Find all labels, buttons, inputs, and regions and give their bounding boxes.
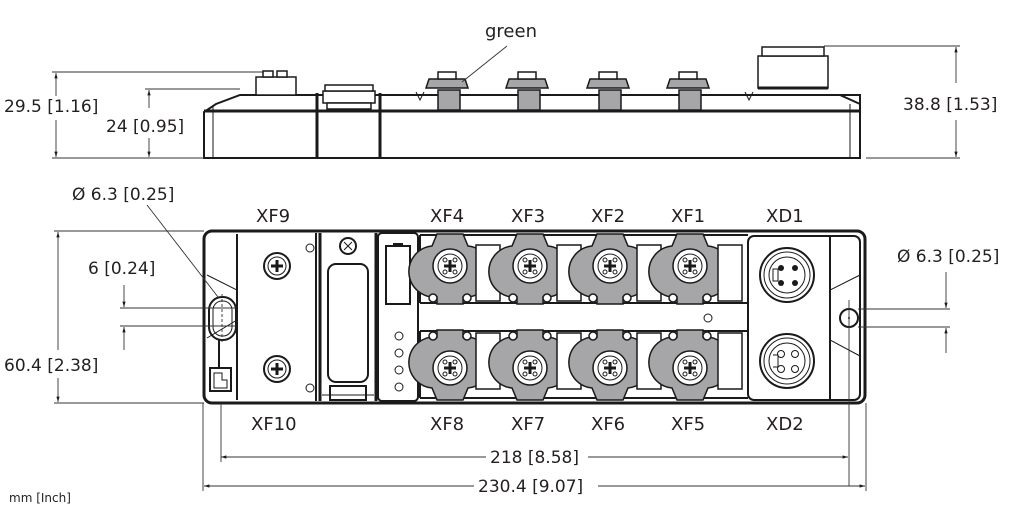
left-end-cap [206,234,238,400]
port-xd1[interactable] [759,247,815,303]
label-window [327,263,369,383]
led-indicator [394,365,404,375]
green-callout-label: green [485,21,537,42]
port-label-xf9: XF9 [256,206,290,227]
led-indicator [394,382,404,392]
side-connector [415,71,470,111]
port-label-xf7: XF7 [511,414,545,435]
dim-length-total: 230.4 [9.07] [478,477,583,497]
port-label-xf4: XF4 [430,206,464,227]
top-view: XF9 XF4 XF3 XF2 XF1 XD1 XF10 XF8 XF7 XF6… [4,185,999,497]
dim-slot-width: 6 [0.24] [88,259,155,279]
top-row-connectors [408,233,743,305]
port-label-xf5: XF5 [671,414,705,435]
side-connector [585,71,631,111]
bottom-row-connectors [408,329,743,401]
led-indicator [394,331,404,341]
port-xf9[interactable] [263,252,291,280]
led-indicator [394,348,404,358]
side-green-connectors [415,71,754,111]
port-label-xd1: XD1 [766,206,804,227]
port-label-xd2: XD2 [766,414,804,435]
side-connector [665,71,754,111]
status-led-window [385,245,411,305]
dim-hole-left: Ø 6.3 [0.25] [72,185,174,205]
dim-height-total-right: 38.8 [1.53] [903,95,997,115]
green-callout-leader [461,45,508,83]
port-label-xf2: XF2 [591,206,625,227]
port-xf3[interactable] [488,233,572,305]
port-label-xf10: XF10 [251,414,297,435]
side-view: green 29.5 [1.16] 24 [0.95] 38.8 [1.53] [4,21,997,159]
port-xf10[interactable] [263,355,291,383]
port-label-xf8: XF8 [430,414,464,435]
port-xf2[interactable] [568,233,652,305]
ground-terminal [209,367,232,392]
top-housing-outline [202,229,867,405]
mounting-slot-left [208,296,237,341]
port-label-xf3: XF3 [511,206,545,227]
side-xd1-connector [757,55,829,89]
dim-height-total-left: 29.5 [1.16] [4,97,98,117]
dim-mount-spacing: 218 [8.58] [490,448,579,468]
port-xf6[interactable] [568,329,652,401]
dim-height-body: 24 [0.95] [106,117,184,137]
dim-width: 60.4 [2.38] [4,356,98,376]
port-xf8[interactable] [408,329,492,401]
port-xf4[interactable] [408,233,492,305]
side-connector [504,71,550,111]
side-xf9-connector [255,76,297,96]
hole-left-leader [146,204,219,298]
port-xf1[interactable] [648,233,732,305]
dim-hole-right: Ø 6.3 [0.25] [897,247,999,267]
screw-icon [339,237,357,255]
port-label-xf6: XF6 [591,414,625,435]
port-label-xf1: XF1 [671,206,705,227]
port-xd2[interactable] [759,333,815,389]
port-xf7[interactable] [488,329,572,401]
units-label: mm [Inch] [9,491,71,505]
power-block [747,235,861,486]
cover-module [318,233,378,401]
xf9-xf10-block [263,233,317,401]
port-xf5[interactable] [648,329,732,401]
